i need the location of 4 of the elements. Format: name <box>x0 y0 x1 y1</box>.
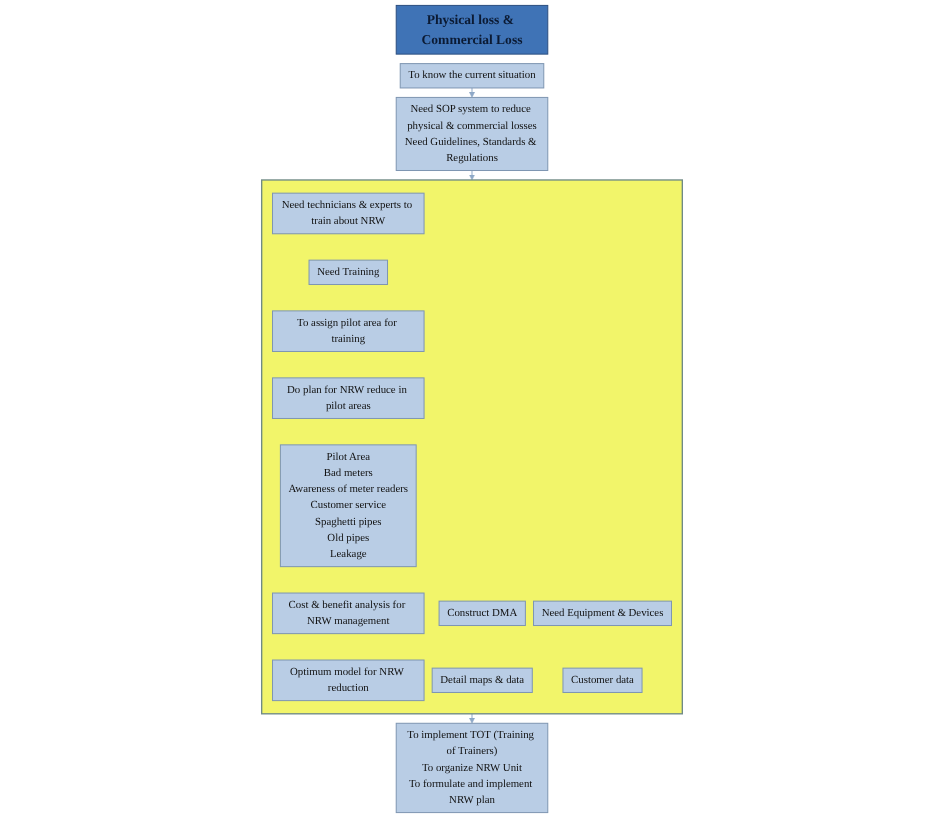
arrow <box>469 170 475 181</box>
cluster <box>261 179 683 715</box>
arrow <box>469 713 475 724</box>
arrow <box>469 87 475 98</box>
